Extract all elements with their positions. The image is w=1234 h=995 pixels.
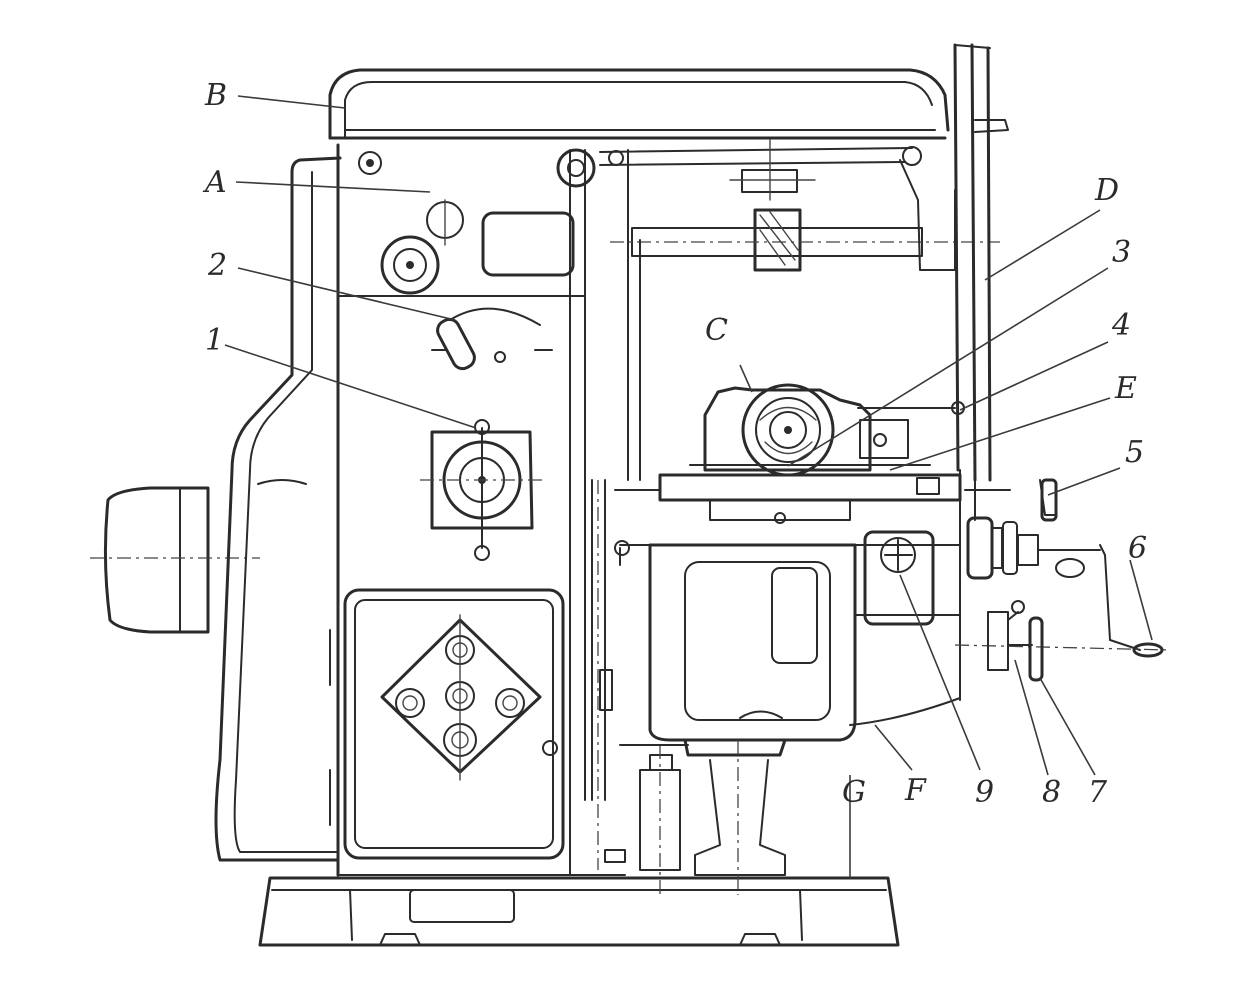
overarm <box>328 68 950 140</box>
gearbox-door <box>329 588 565 860</box>
label-G: G <box>842 775 866 810</box>
label-C: C <box>705 313 728 348</box>
dial-right <box>495 688 525 718</box>
motor <box>90 486 260 634</box>
pedestal <box>619 738 787 895</box>
leader-lines <box>224 95 1153 878</box>
labels: B A 2 1 C D 3 4 E 5 6 G F 9 8 7 <box>202 78 1147 810</box>
label-D: D <box>1094 173 1119 208</box>
label-7: 7 <box>1088 775 1108 810</box>
dial-left <box>395 688 425 718</box>
label-1: 1 <box>205 323 224 358</box>
work-table <box>614 473 1011 524</box>
label-F: F <box>904 773 927 808</box>
column-guard <box>214 156 342 862</box>
right-support-arm <box>953 43 1009 701</box>
top-mechanism <box>358 139 1000 272</box>
label-5: 5 <box>1125 435 1144 470</box>
table-handwheel <box>954 478 1171 658</box>
knee-handwheel <box>987 600 1044 682</box>
knee-guides <box>591 149 641 870</box>
knee <box>614 530 961 742</box>
base <box>258 876 900 947</box>
label-4: 4 <box>1111 308 1131 343</box>
label-A: A <box>202 165 227 200</box>
label-3: 3 <box>1112 235 1131 270</box>
milling-head <box>689 383 965 477</box>
label-B: B <box>204 78 227 113</box>
speed-controls <box>380 199 575 371</box>
label-E: E <box>1114 371 1137 406</box>
label-9: 9 <box>975 775 994 810</box>
feed-lever-assembly <box>420 419 545 561</box>
label-2: 2 <box>207 248 227 283</box>
label-8: 8 <box>1042 775 1061 810</box>
label-6: 6 <box>1128 531 1147 566</box>
